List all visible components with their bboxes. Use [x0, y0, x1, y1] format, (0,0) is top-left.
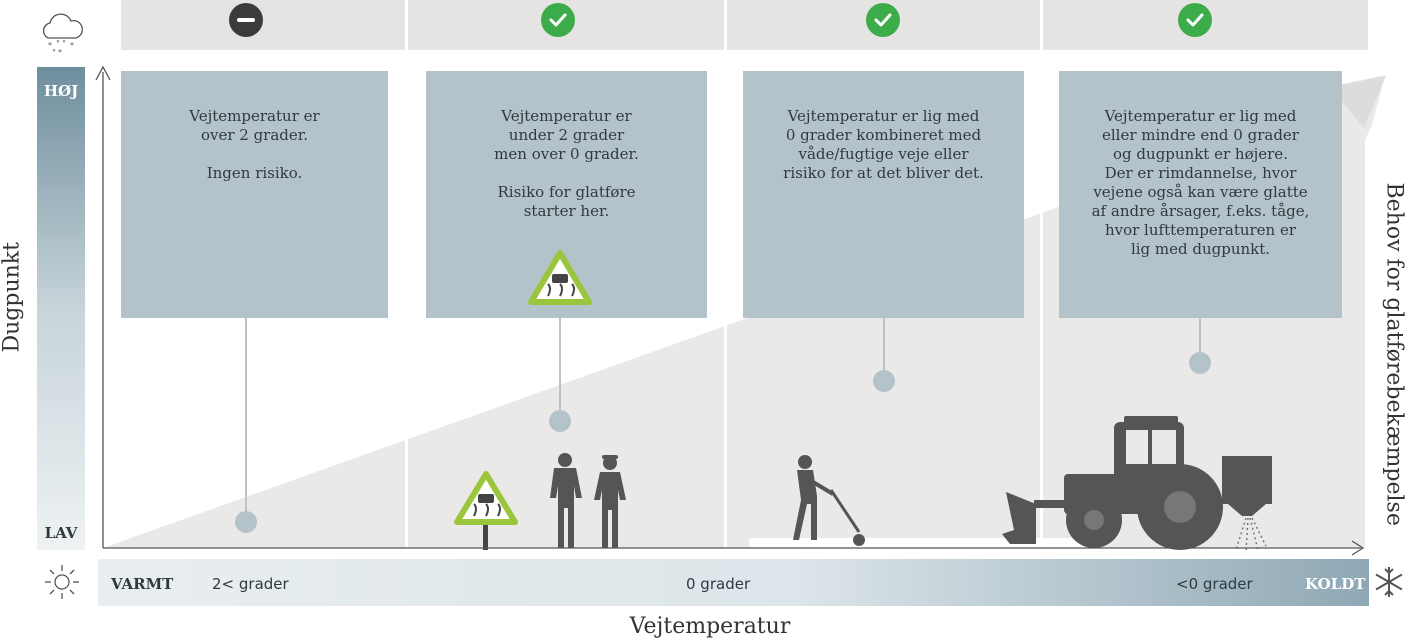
- tick-zero-label: 0 grader: [686, 575, 751, 593]
- card-text: Vejtemperatur er lig med 0 grader kombin…: [783, 107, 984, 182]
- svg-text:°: °: [52, 48, 56, 56]
- tractor-icon: [1002, 416, 1272, 553]
- status-neutral-icon: [229, 3, 263, 37]
- dewpoint-gradient-bar: [37, 67, 85, 550]
- snow-strip: [749, 538, 1089, 548]
- warm-label: VARMT: [111, 575, 174, 593]
- card-text: Vejtemperatur er under 2 grader men over…: [494, 107, 639, 163]
- y-axis-label: Dugpunkt: [0, 242, 25, 353]
- card-text: Vejtemperatur er over 2 grader.: [189, 107, 320, 144]
- card-text: Risiko for glatføre starter her.: [497, 183, 636, 220]
- svg-text:°: °: [56, 39, 60, 48]
- level-dot: [549, 410, 571, 432]
- info-card-3: Vejtemperatur er lig med 0 grader kombin…: [743, 71, 1024, 318]
- column-divider: [1040, 0, 1043, 548]
- slippery-road-sign-icon: [454, 471, 518, 550]
- dewpoint-high-label: HØJ: [43, 82, 79, 100]
- status-check-icon: [866, 3, 900, 37]
- info-card-4: Vejtemperatur er lig med eller mindre en…: [1059, 71, 1342, 318]
- svg-text:*: *: [48, 41, 52, 50]
- dewpoint-low-label: LAV: [44, 524, 78, 542]
- walking-spreader-icon: [793, 455, 865, 546]
- temperature-gradient-bar: [98, 559, 1369, 606]
- level-dot: [235, 511, 257, 533]
- status-check-icon: [1178, 3, 1212, 37]
- tick-cold-label: <0 grader: [1176, 575, 1253, 593]
- svg-text:*: *: [70, 41, 74, 50]
- status-check-icon: [541, 3, 575, 37]
- slippery-road-sign-icon: [528, 250, 592, 305]
- card-text: Ingen risiko.: [206, 164, 303, 182]
- info-card-1: Vejtemperatur er over 2 grader. Ingen ri…: [121, 71, 388, 318]
- cold-label: KOLDT: [1305, 575, 1366, 593]
- top-status-band: [121, 0, 1368, 50]
- column-divider: [724, 0, 727, 548]
- level-dot: [1189, 352, 1211, 374]
- workers-icon: [550, 453, 626, 548]
- level-dot: [873, 370, 895, 392]
- column-divider: [405, 0, 408, 548]
- sun-icon: [45, 565, 79, 599]
- snowflake-icon: [1375, 567, 1403, 597]
- tick-warm-label: 2< grader: [212, 575, 289, 593]
- right-axis-label: Behov for glatførebekæmpelse: [1381, 182, 1407, 526]
- card-text: Vejtemperatur er lig med eller mindre en…: [1091, 107, 1310, 258]
- svg-text:*: *: [58, 48, 62, 56]
- rain-snow-cloud-icon: *°°* °*: [42, 13, 84, 56]
- x-axis-label: Vejtemperatur: [629, 614, 791, 639]
- svg-text:°: °: [62, 39, 66, 48]
